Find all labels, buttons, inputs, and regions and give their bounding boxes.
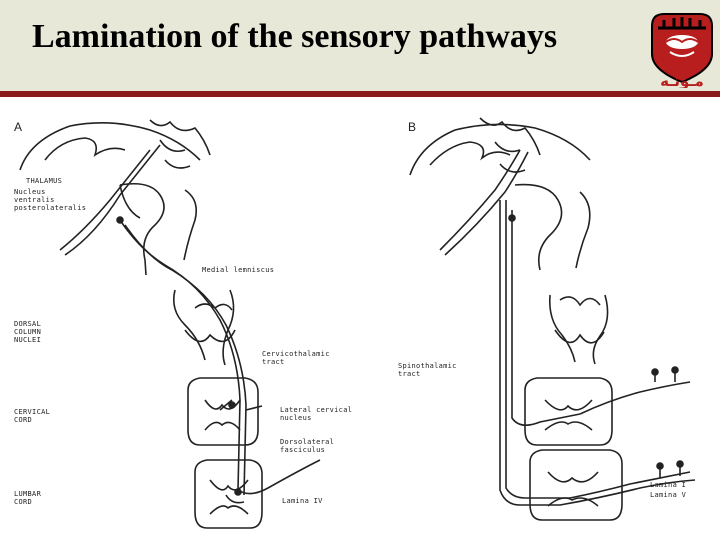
pathway-b-1: [439, 149, 521, 251]
sensory-pathways-figure: A B THALAMUS Nucleus ventralis posterola…: [0, 100, 720, 540]
logo-arabic-text: مـؤتـه: [660, 72, 704, 88]
label-nucleus-vpl: Nucleus ventralis posterolateralis: [14, 188, 87, 212]
panel-a-label: A: [14, 120, 23, 134]
label-lamina-i: Lamina I: [650, 481, 687, 489]
label-cervical-cord: CERVICAL CORD: [14, 408, 51, 424]
header-divider: [0, 91, 720, 97]
brainstem-outline-b: [548, 294, 576, 363]
cortex-outline-b: [409, 123, 591, 176]
label-dorsal-column-nuclei: DORSAL COLUMN NUCLEI: [14, 320, 42, 344]
thalamus-outline-a: [119, 182, 165, 276]
pathway-a-1: [59, 149, 151, 251]
label-medial-lemniscus: Medial lemniscus: [202, 266, 275, 274]
label-thalamus: THALAMUS: [26, 177, 63, 185]
lumbar-cord-a: [194, 459, 263, 529]
lumbar-cord-b: [529, 449, 623, 521]
cortex-outline-a: [19, 122, 201, 171]
label-lateral-cervical-nucleus: Lateral cervical nucleus: [280, 406, 353, 422]
label-lamina-v: Lamina V: [650, 491, 687, 499]
medial-lemniscus-path: [119, 219, 241, 491]
label-cervicothalamic-tract: Cervicothalamic tract: [262, 350, 330, 366]
pathway-drawing: [19, 117, 696, 529]
slide-header: [0, 0, 720, 91]
label-lumbar-cord: LUMBAR CORD: [14, 490, 42, 506]
slide-title: Lamination of the sensory pathways: [32, 18, 558, 55]
cervical-cord-b: [524, 377, 613, 446]
university-crest-icon: مـؤتـه: [651, 13, 713, 88]
cervical-cord-a: [187, 377, 259, 446]
label-lamina-iv: Lamina IV: [282, 497, 323, 505]
panel-b-label: B: [408, 120, 417, 134]
label-spinothalamic-tract: Spinothalamic tract: [398, 362, 457, 378]
thalamus-outline-b: [514, 183, 563, 271]
label-dorsolateral-fasciculus: Dorsolateral fasciculus: [280, 438, 335, 454]
spinothalamic-tract-path: [499, 200, 560, 506]
brainstem-outline-a: [172, 289, 206, 361]
